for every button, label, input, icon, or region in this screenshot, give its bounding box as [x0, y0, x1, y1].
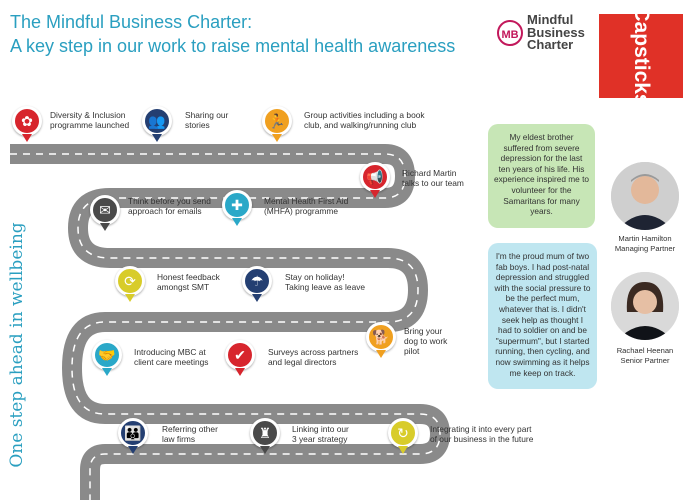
testimonial-person-1: Martin Hamilton Managing Partner	[614, 234, 676, 253]
mbc-logo-mark: MB	[497, 20, 523, 46]
mindful-business-charter-logo: MB Mindful Business Charter	[497, 12, 592, 54]
dog-icon: 🐕	[366, 322, 396, 358]
megaphone-icon: 📢	[360, 162, 390, 198]
mbc-logo-text: Mindful Business Charter	[527, 12, 585, 52]
page-subtitle: A key step in our work to raise mental h…	[10, 36, 456, 56]
avatar	[611, 272, 679, 340]
feedback-icon: ⟳	[115, 266, 145, 302]
milestone-label: Mental Health First Aid(MHFA) programme	[264, 196, 349, 217]
handshake-icon: 🤝	[92, 340, 122, 376]
family-icon: 👪	[118, 418, 148, 454]
first-aid-icon: ✚	[222, 190, 252, 226]
milestone-label: Stay on holiday!Taking leave as leave	[285, 272, 366, 293]
capsticks-logo: Capsticks	[599, 14, 683, 98]
page-title: The Mindful Business Charter:	[10, 12, 253, 32]
testimonial-quote-1: My eldest brother suffered from severe d…	[488, 124, 595, 228]
beach-icon: ☂	[242, 266, 272, 302]
people-icon: 👥	[142, 106, 172, 142]
testimonial-quote-2: I'm the proud mum of two fab boys. I had…	[488, 243, 597, 389]
diversity-icon: ✿	[12, 106, 42, 142]
running-icon: 🏃	[262, 106, 292, 142]
testimonial-person-2: Rachael Heenan Senior Partner	[616, 346, 674, 365]
cycle-icon: ↻	[388, 418, 418, 454]
chess-rook-icon: ♜	[250, 418, 280, 454]
survey-icon: ✔	[225, 340, 255, 376]
avatar	[611, 162, 679, 230]
envelope-icon: ✉	[90, 195, 120, 231]
